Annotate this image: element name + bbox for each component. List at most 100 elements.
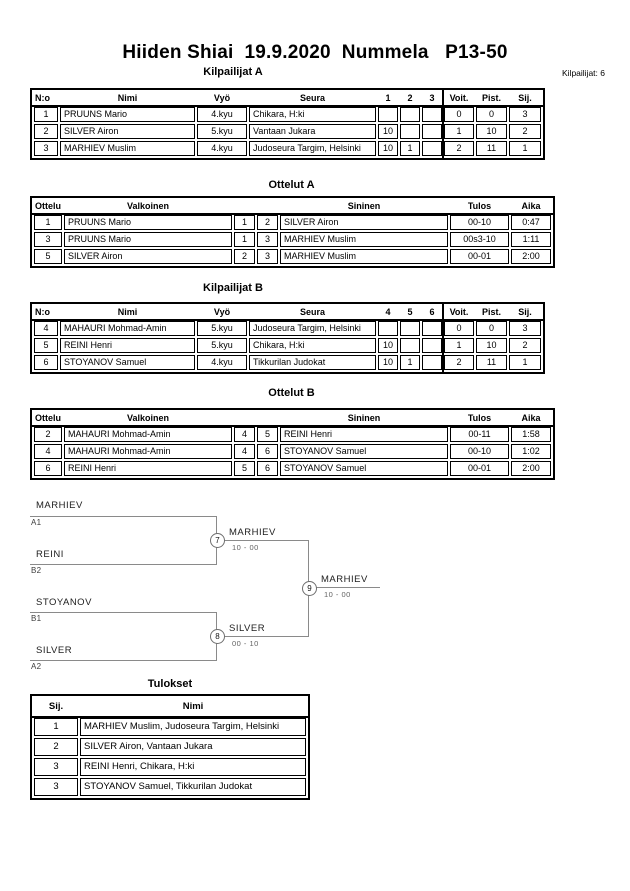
table-header-row: N:o Nimi Vyö Seura 1 2 3 Voit. Pist. Sij… bbox=[34, 92, 541, 105]
bracket-sf2-score: 00 - 10 bbox=[232, 639, 259, 648]
col-header-match4: 4 bbox=[385, 307, 391, 317]
table-row: 3 STOYANOV Samuel, Tikkurilan Judokat bbox=[34, 778, 306, 796]
bracket-sf2-top-seed: B1 bbox=[31, 614, 42, 623]
table-kilpailijat-a: N:o Nimi Vyö Seura 1 2 3 Voit. Pist. Sij… bbox=[30, 88, 545, 160]
wins: 0 bbox=[444, 321, 474, 336]
wins: 1 bbox=[444, 338, 474, 353]
match-number: 6 bbox=[34, 461, 62, 476]
table-row: 6 REINI Henri 5 6 STOYANOV Samuel 00-01 … bbox=[34, 461, 551, 476]
col-header-spacer1 bbox=[234, 200, 255, 213]
header-divider-line bbox=[30, 319, 545, 321]
bracket-sf2-match-number: 8 bbox=[210, 629, 225, 644]
white-competitor: REINI Henri bbox=[64, 461, 232, 476]
header-divider-line bbox=[30, 213, 555, 215]
result-place: 3 bbox=[34, 758, 78, 776]
placement: 2 bbox=[509, 338, 541, 353]
bracket-sf1-bottom-name: REINI bbox=[36, 549, 64, 560]
table-header-row: Ottelu Valkoinen Sininen Tulos Aika bbox=[34, 412, 551, 425]
match-result: 00-10 bbox=[450, 215, 509, 230]
col-header-sininen: Sininen bbox=[347, 201, 381, 211]
col-header-pist: Pist. bbox=[481, 93, 501, 103]
table-row: 3 MARHIEV Muslim 4.kyu Judoseura Targim,… bbox=[34, 141, 541, 156]
competitor-grade: 4.kyu bbox=[197, 107, 247, 122]
match-number: 4 bbox=[34, 444, 62, 459]
bracket-line bbox=[217, 540, 309, 541]
white-competitor: MAHAURI Mohmad-Amin bbox=[64, 444, 232, 459]
wins: 0 bbox=[444, 107, 474, 122]
col-header-sininen: Sininen bbox=[347, 413, 381, 423]
match-time: 1:02 bbox=[511, 444, 551, 459]
wins: 2 bbox=[444, 141, 474, 156]
result-name: MARHIEV Muslim, Judoseura Targim, Helsin… bbox=[80, 718, 306, 736]
col-header-ottelu: Ottelu bbox=[35, 201, 61, 211]
match-points-4 bbox=[378, 321, 398, 336]
competitor-number: 3 bbox=[34, 141, 58, 156]
competitor-club: Judoseura Targim, Helsinki bbox=[249, 321, 376, 336]
heading-kilpailijat-a: Kilpailijat A bbox=[203, 66, 263, 78]
blue-competitor: STOYANOV Samuel bbox=[280, 461, 448, 476]
placement: 2 bbox=[509, 124, 541, 139]
table-header-row: Ottelu Valkoinen Sininen Tulos Aika bbox=[34, 200, 551, 213]
col-header-voit: Voit. bbox=[449, 307, 469, 317]
competitor-name: REINI Henri bbox=[60, 338, 195, 353]
blue-number: 2 bbox=[257, 215, 278, 230]
white-number: 4 bbox=[234, 427, 255, 442]
match-points-5 bbox=[400, 338, 420, 353]
col-header-match3: 3 bbox=[429, 93, 435, 103]
col-header-no: N:o bbox=[35, 93, 50, 103]
table-row: 5 REINI Henri 5.kyu Chikara, H:ki 10 1 1… bbox=[34, 338, 541, 353]
table-row: 3 REINI Henri, Chikara, H:ki bbox=[34, 758, 306, 776]
table-row: 5 SILVER Airon 2 3 MARHIEV Muslim 00-01 … bbox=[34, 249, 551, 264]
competitor-club: Vantaan Jukara bbox=[249, 124, 376, 139]
table-row: 2 SILVER Airon, Vantaan Jukara bbox=[34, 738, 306, 756]
points: 10 bbox=[476, 338, 507, 353]
competitor-number: 1 bbox=[34, 107, 58, 122]
placement: 3 bbox=[509, 107, 541, 122]
col-header-sij: Sij. bbox=[518, 307, 532, 317]
match-points-4: 10 bbox=[378, 338, 398, 353]
table-kilpailijat-b: N:o Nimi Vyö Seura 4 5 6 Voit. Pist. Sij… bbox=[30, 302, 545, 374]
match-result: 00-10 bbox=[450, 444, 509, 459]
table-row: 4 MAHAURI Mohmad-Amin 4 6 STOYANOV Samue… bbox=[34, 444, 551, 459]
col-header-match5: 5 bbox=[407, 307, 413, 317]
match-result: 00s3-10 bbox=[450, 232, 509, 247]
table-row: 3 PRUUNS Mario 1 3 MARHIEV Muslim 00s3-1… bbox=[34, 232, 551, 247]
white-number: 1 bbox=[234, 215, 255, 230]
page-title: Hiiden Shiai 19.9.2020 Nummela P13-50 bbox=[122, 42, 508, 63]
bracket-final-winner-name: MARHIEV bbox=[321, 574, 368, 585]
heading-ottelut-b: Ottelut B bbox=[268, 387, 315, 399]
white-competitor: MAHAURI Mohmad-Amin bbox=[64, 427, 232, 442]
blue-competitor: REINI Henri bbox=[280, 427, 448, 442]
points: 11 bbox=[476, 141, 507, 156]
bracket-line bbox=[217, 636, 309, 637]
col-header-aika: Aika bbox=[521, 413, 541, 423]
competitors-table-b: N:o Nimi Vyö Seura 4 5 6 Voit. Pist. Sij… bbox=[30, 302, 545, 374]
blue-competitor: MARHIEV Muslim bbox=[280, 232, 448, 247]
competitor-name: MAHAURI Mohmad-Amin bbox=[60, 321, 195, 336]
competitor-number: 6 bbox=[34, 355, 58, 370]
table-row: 2 SILVER Airon 5.kyu Vantaan Jukara 10 1… bbox=[34, 124, 541, 139]
competitor-number: 2 bbox=[34, 124, 58, 139]
col-header-vyo: Vyö bbox=[213, 93, 231, 103]
match-points-1: 10 bbox=[378, 141, 398, 156]
bracket-sf1-top-name: MARHIEV bbox=[36, 500, 83, 511]
col-header-aika: Aika bbox=[521, 201, 541, 211]
matches-table-a: Ottelu Valkoinen Sininen Tulos Aika 1 PR… bbox=[30, 196, 555, 268]
white-number: 5 bbox=[234, 461, 255, 476]
table-header-row: N:o Nimi Vyö Seura 4 5 6 Voit. Pist. Sij… bbox=[34, 306, 541, 319]
bracket-sf1-match-number: 7 bbox=[210, 533, 225, 548]
results-table: Sij. Nimi 1 MARHIEV Muslim, Judoseura Ta… bbox=[30, 694, 310, 800]
match-points-3 bbox=[422, 124, 442, 139]
col-header-tulos: Tulos bbox=[467, 201, 492, 211]
match-time: 1:58 bbox=[511, 427, 551, 442]
bracket-final-score: 10 - 00 bbox=[324, 590, 351, 599]
match-result: 00-01 bbox=[450, 461, 509, 476]
competitor-club: Chikara, H:ki bbox=[249, 338, 376, 353]
match-points-5: 1 bbox=[400, 355, 420, 370]
table-row: 1 MARHIEV Muslim, Judoseura Targim, Hels… bbox=[34, 718, 306, 736]
result-place: 3 bbox=[34, 778, 78, 796]
table-row: 1 PRUUNS Mario 4.kyu Chikara, H:ki 0 0 3 bbox=[34, 107, 541, 122]
col-header-sij: Sij. bbox=[48, 701, 64, 712]
col-header-tulos: Tulos bbox=[467, 413, 492, 423]
blue-number: 3 bbox=[257, 232, 278, 247]
